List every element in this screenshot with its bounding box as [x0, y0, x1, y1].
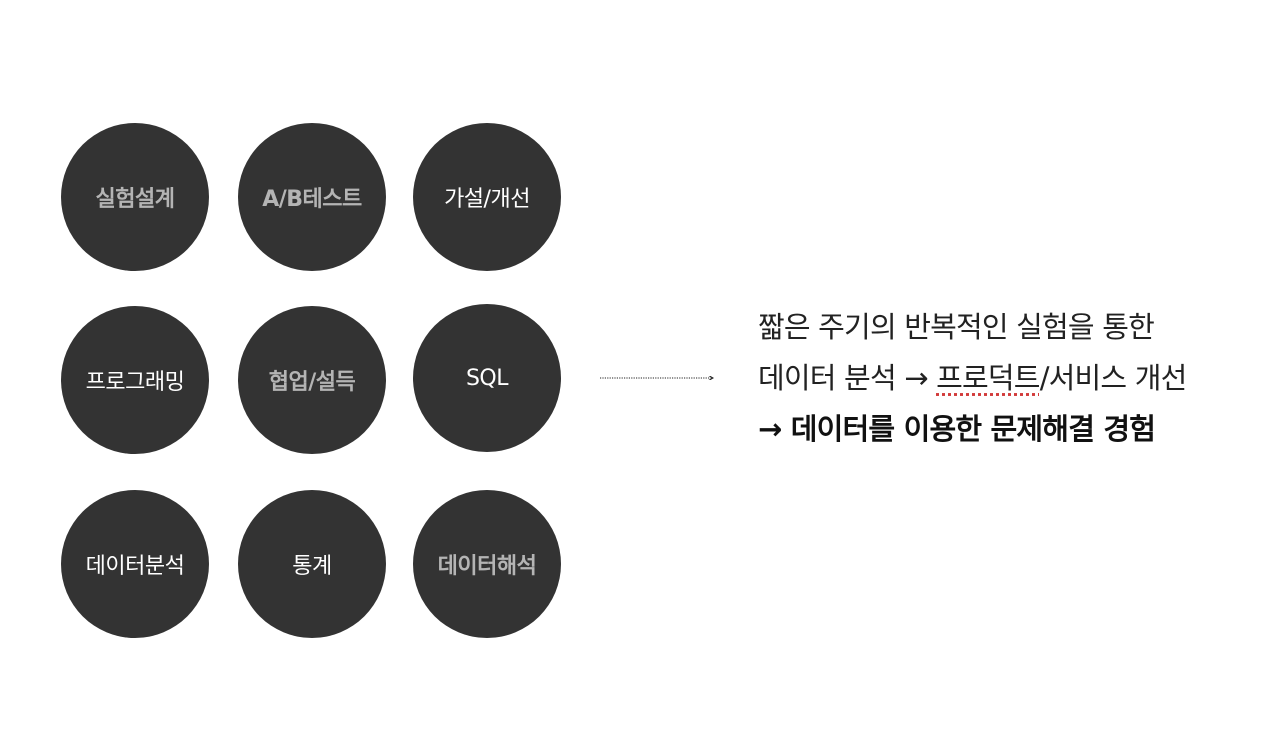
circle-label: 가설/개선 — [444, 187, 530, 212]
circle-label: 통계 — [292, 554, 332, 579]
circle-label: 데이터해석 — [437, 554, 537, 579]
circle-collaboration: 협업/설득 — [238, 306, 386, 454]
circle-ab-test: A/B테스트 — [238, 123, 386, 271]
circle-hypothesis: 가설/개선 — [413, 123, 561, 271]
summary-line-2: 데이터 분석 → 프로덕트/서비스 개선 — [758, 361, 1187, 395]
circle-programming: 프로그래밍 — [61, 306, 209, 454]
circle-label: 프로그래밍 — [85, 370, 185, 395]
summary-line-1: 짧은 주기의 반복적인 실험을 통한 — [758, 310, 1155, 344]
circle-label: SQL — [465, 365, 509, 391]
arrow-glyph: → — [758, 412, 782, 446]
circle-data-analysis: 데이터분석 — [61, 490, 209, 638]
circle-statistics: 통계 — [238, 490, 386, 638]
circle-label: 데이터분석 — [85, 554, 185, 579]
circle-label: 실험설계 — [95, 187, 175, 212]
summary-text: 짧은 주기의 반복적인 실험을 통한 데이터 분석 → 프로덕트/서비스 개선 … — [758, 306, 1268, 459]
summary-line-3: → 데이터를 이용한 문제해결 경험 — [758, 412, 1156, 446]
circle-label: 협업/설득 — [268, 370, 356, 395]
circle-data-interpretation: 데이터해석 — [413, 490, 561, 638]
circle-sql: SQL — [413, 304, 561, 452]
circle-label: A/B테스트 — [262, 187, 362, 212]
right-arrow-icon — [600, 376, 715, 380]
circle-experiment-design: 실험설계 — [61, 123, 209, 271]
arrow-glyph: → — [904, 361, 928, 395]
underlined-word: 프로덕트 — [936, 361, 1040, 395]
